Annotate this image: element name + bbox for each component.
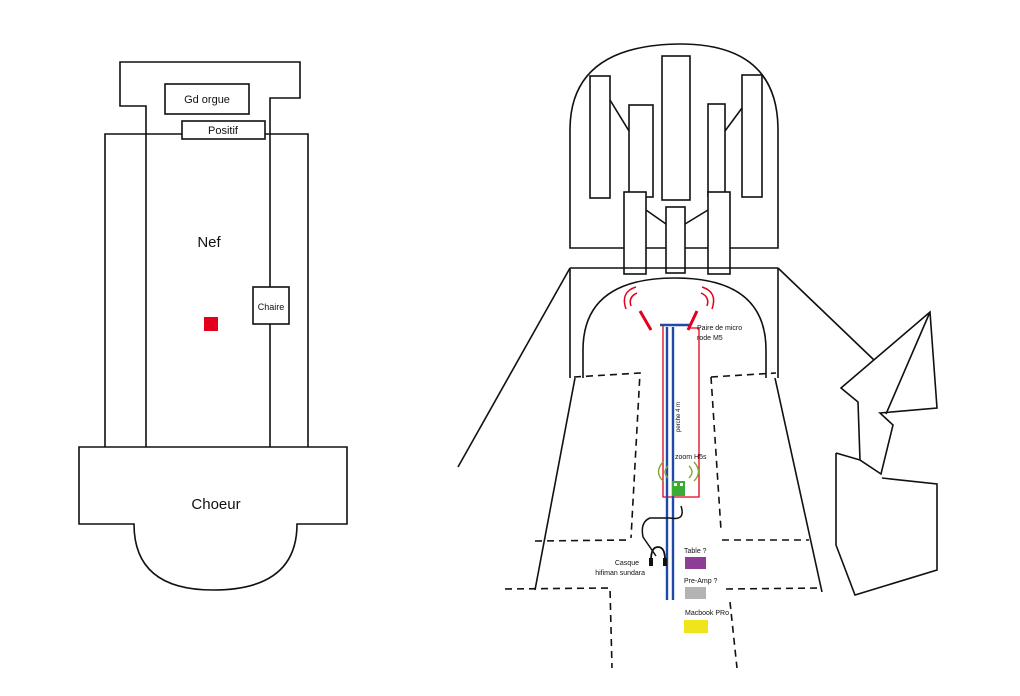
recorder-arc-right-1 bbox=[688, 465, 693, 479]
mic-right-arc-2 bbox=[701, 286, 715, 310]
nave-label: Nef bbox=[197, 234, 221, 251]
recorder-screen-1 bbox=[674, 483, 677, 486]
organ-label: Gd orgue bbox=[184, 94, 230, 106]
boom-label: perche 4 m bbox=[676, 402, 682, 432]
organ-tower-2 bbox=[628, 104, 654, 198]
microphone-icon bbox=[623, 286, 715, 331]
headphones-icon bbox=[649, 546, 667, 566]
pulpit-drawing bbox=[835, 310, 938, 596]
boom-pole bbox=[660, 323, 690, 600]
recorder-body bbox=[672, 481, 685, 496]
mic-left-arc-2 bbox=[623, 286, 637, 310]
aisle-dash-2 bbox=[710, 372, 777, 378]
positif-tower-2 bbox=[665, 206, 686, 274]
organ-tribune bbox=[119, 61, 301, 134]
organ-tower-4 bbox=[707, 103, 726, 197]
headphones-cup-left bbox=[649, 558, 653, 566]
positif-tower-1 bbox=[623, 191, 647, 275]
mics-label: Paire de micro bbox=[697, 325, 742, 332]
church-floor-plan: Gd orgue Positif Nef Chaire Choeur bbox=[78, 61, 348, 591]
headphones-label: Casque bbox=[615, 560, 639, 567]
headphones-label-line2: hifiman sundara bbox=[595, 570, 645, 577]
laptop-box bbox=[684, 620, 708, 633]
mic-left-arc-1 bbox=[629, 292, 638, 307]
gallery-arch bbox=[569, 268, 779, 378]
recorder-arc-right-2 bbox=[693, 461, 700, 482]
choir-outline bbox=[78, 446, 348, 591]
recording-setup-drawing: Paire de micro rode M5 perche 4 m zoom H… bbox=[457, 43, 938, 669]
recorder-arc-left-2 bbox=[657, 461, 664, 482]
mic-right-arc-1 bbox=[700, 292, 709, 307]
perspective-wall-right bbox=[777, 267, 875, 361]
perspective-wall-left bbox=[457, 267, 571, 468]
table-label: Table ? bbox=[684, 548, 707, 555]
organ-tower-5 bbox=[741, 74, 763, 198]
aisle-dash-4 bbox=[534, 539, 629, 542]
positif-label: Positif bbox=[208, 125, 239, 137]
preamp-label: Pre-Amp ? bbox=[684, 578, 718, 585]
mic-right bbox=[686, 310, 699, 331]
recorder-icon bbox=[657, 461, 700, 496]
choir-label: Choeur bbox=[191, 496, 240, 513]
aisle-dash-1 bbox=[573, 372, 641, 539]
recorder-arc-left-1 bbox=[664, 465, 669, 479]
aisle-dash-3 bbox=[710, 376, 722, 531]
positif-tower-3 bbox=[707, 191, 731, 275]
aisle-dash-7 bbox=[725, 587, 823, 590]
organ-bracket-1 bbox=[609, 99, 630, 132]
laptop-label: Macbook PRo bbox=[685, 610, 729, 617]
aisle-dash-6 bbox=[504, 587, 613, 669]
positif-bracket-1 bbox=[645, 209, 667, 225]
floor-line-right bbox=[774, 377, 823, 593]
preamp-box bbox=[685, 587, 706, 599]
aisle-dash-8 bbox=[729, 601, 738, 669]
mics-label-line2: rode M5 bbox=[697, 335, 723, 342]
table-box bbox=[685, 557, 706, 569]
recorder-screen-2 bbox=[680, 483, 683, 486]
positif-box bbox=[181, 120, 266, 140]
listening-position-marker bbox=[204, 317, 218, 331]
floor-line-left bbox=[534, 377, 576, 591]
mic-left bbox=[638, 310, 653, 331]
pulpit-box bbox=[252, 286, 290, 325]
organ-bracket-2 bbox=[724, 107, 743, 132]
pulpit-label: Chaire bbox=[258, 302, 285, 312]
mic-cable-outline bbox=[662, 326, 700, 498]
headphones-cup-right bbox=[663, 558, 667, 566]
headphone-cable bbox=[641, 505, 683, 557]
organ-tower-3 bbox=[661, 55, 691, 201]
positif-bracket-2 bbox=[684, 209, 709, 225]
recorder-label: zoom H5s bbox=[675, 454, 707, 461]
organ-tower-1 bbox=[589, 75, 611, 199]
organ-box bbox=[164, 83, 250, 115]
organ-case-outline bbox=[569, 43, 779, 249]
